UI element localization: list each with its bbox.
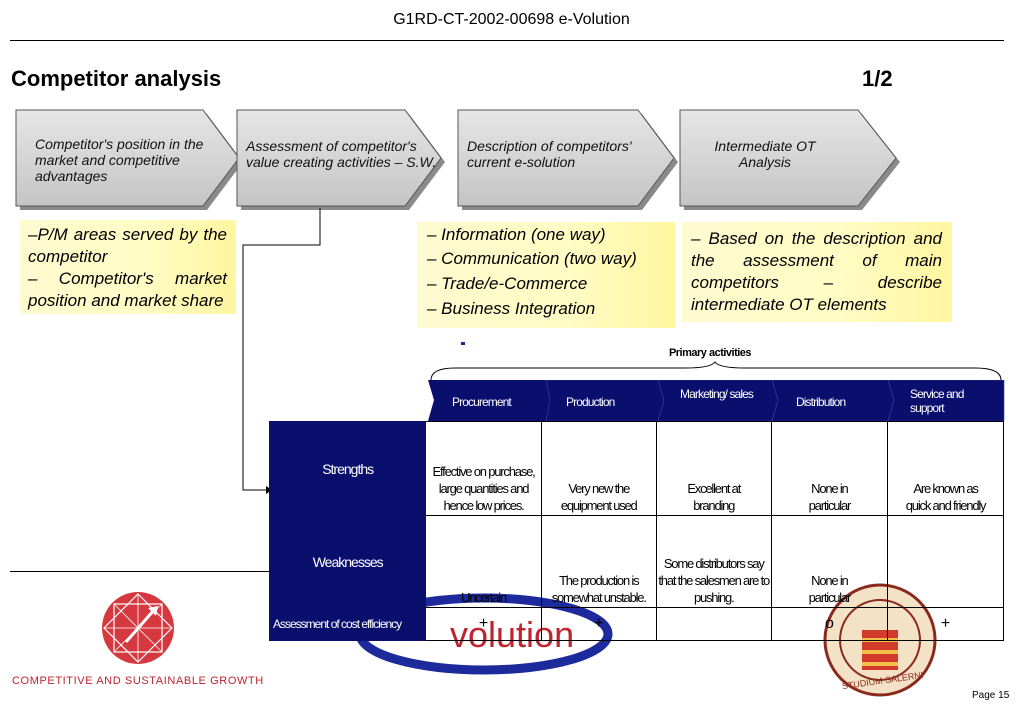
note-right: – Based on the description and the asses… — [691, 229, 942, 314]
table-cell: Effective on purchase, large quantities … — [425, 421, 542, 516]
activity-production-label: Production — [566, 395, 615, 409]
process-step-2-arrow — [236, 109, 442, 207]
process-step-1-text: Competitor's position in the market and … — [35, 136, 204, 184]
table-cell: Very new the equipment used — [540, 421, 657, 516]
value-chain-header — [428, 380, 1005, 422]
table-cell: Some distributors say that the salesmen … — [655, 515, 772, 608]
note-middle-4: – Business Integration — [427, 299, 596, 318]
note-left-2: – Competitor's market position and marke… — [28, 269, 227, 310]
process-step-2-text: Assessment of competitor's value creatin… — [246, 138, 437, 170]
process-step-4-text: Intermediate OT Analysis — [714, 138, 816, 170]
note-middle-1: – Information (one way) — [427, 225, 606, 244]
activity-distribution-label: Distribution — [796, 395, 846, 409]
header-divider — [10, 40, 1004, 41]
table-row-weaknesses: Weaknesses Uncertain The production is s… — [268, 515, 1004, 608]
table-row-strengths: Strengths Effective on purchase, large q… — [268, 421, 1004, 516]
process-arrows — [15, 109, 900, 210]
process-step-1-arrow — [15, 109, 240, 207]
process-step-3-text: Description of competitors' current e-so… — [467, 138, 632, 170]
note-left-1: –P/M areas served by the competitor — [28, 225, 227, 266]
process-step-4-arrow — [679, 109, 897, 207]
table-cell: Excellent at branding — [655, 421, 772, 516]
note-box-right: – Based on the description and the asses… — [682, 222, 952, 322]
table-cell: o — [770, 607, 889, 641]
activity-procurement-label: Procurement — [452, 395, 512, 409]
table-cell: + — [425, 607, 542, 641]
table-cell: + — [887, 607, 1004, 641]
note-box-middle: – Information (one way) – Communication … — [417, 222, 675, 328]
table-cell — [887, 515, 1004, 608]
activity-service-label: Service and support — [910, 387, 964, 415]
table-cell: Uncertain — [425, 515, 542, 608]
note-box-left: –P/M areas served by the competitor – Co… — [20, 220, 236, 314]
slide-page-fraction: 1/2 — [862, 66, 893, 91]
document-header-title: G1RD-CT-2002-00698 e-Volution — [393, 11, 630, 28]
footer-divider — [10, 571, 270, 572]
process-step-3-arrow — [457, 109, 675, 207]
competitive-growth-logo — [102, 592, 174, 664]
primary-activities-brace — [430, 361, 1002, 381]
table-cell — [655, 607, 772, 641]
stray-mark — [461, 342, 465, 345]
primary-activities-label: Primary activities — [668, 347, 752, 359]
table-cell: The production is somewhat unstable. — [540, 515, 657, 608]
program-label: COMPETITIVE AND SUSTAINABLE GROWTH — [12, 675, 264, 687]
activity-marketing-label: Marketing/ sales — [680, 387, 754, 401]
table-cell: None in particular — [770, 515, 889, 608]
slide-title: Competitor analysis — [11, 66, 222, 91]
table-cell: None in particular — [770, 421, 889, 516]
page-number: Page 15 — [972, 690, 1010, 701]
row-label-weaknesses: Weaknesses — [268, 515, 427, 608]
row-label-cost-efficiency: Assessment of cost efficiency — [268, 607, 427, 641]
table-cell: Are known as quick and friendly — [887, 421, 1004, 516]
row-label-strengths: Strengths — [268, 421, 427, 516]
table-row-cost-efficiency: Assessment of cost efficiency + + o + — [268, 607, 1004, 641]
note-middle-2: – Communication (two way) — [427, 249, 637, 268]
table-cell: + — [540, 607, 657, 641]
activity-procurement-arrow — [428, 380, 550, 421]
note-middle-3: – Trade/e-Commerce — [427, 274, 588, 293]
assessment-table: Strengths Effective on purchase, large q… — [268, 421, 1004, 641]
